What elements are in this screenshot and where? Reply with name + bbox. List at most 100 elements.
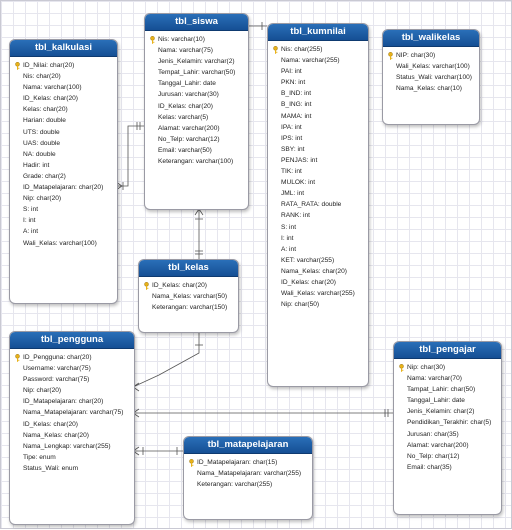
crowsfoot-kalkulasi xyxy=(115,181,124,191)
attribute-label: Nis: varchar(10) xyxy=(158,36,205,43)
attribute-label: Jenis_Kelamin: char(2) xyxy=(407,408,475,416)
attribute: Keterangan: varchar(100) xyxy=(150,156,248,167)
attribute-label: Pendidikan_Terakhir: char(5) xyxy=(407,419,492,427)
attribute-label: JML: int xyxy=(281,190,305,198)
attribute: Keterangan: varchar(150) xyxy=(144,302,238,313)
attribute-label: Grade: char(2) xyxy=(23,172,66,180)
attribute-label: IPS: int xyxy=(281,134,303,142)
key-icon xyxy=(15,62,20,70)
attribute-label: Nama_Kelas: char(20) xyxy=(23,431,89,439)
primary-key-attribute: NIP: char(30) xyxy=(388,50,479,61)
attribute-label: ID_Kelas: char(20) xyxy=(158,102,213,110)
attribute-label: Email: varchar(50) xyxy=(158,146,212,154)
attribute: MAMA: int xyxy=(273,111,368,122)
attribute-label: Harian: double xyxy=(23,117,66,125)
attribute-label: ID_Kelas: char(20) xyxy=(281,278,336,286)
attribute-label: ID_Matapelajaran: char(15) xyxy=(197,459,278,466)
attribute-label: ID_Matapelajaran: char(20) xyxy=(23,398,104,406)
attribute-list: ID_Matapelajaran: char(15) Nama_Matapelaj… xyxy=(184,454,312,492)
attribute: ID_Matapelajaran: char(20) xyxy=(15,396,134,407)
attribute: Tanggal_Lahir: date xyxy=(150,78,248,89)
attribute: Wali_Kelas: varchar(100) xyxy=(15,238,117,249)
attribute-label: Tempat_Lahir: varchar(50) xyxy=(158,69,236,77)
attribute: I: int xyxy=(273,233,368,244)
attribute: ID_Kelas: char(20) xyxy=(150,101,248,112)
attribute-label: Wali_Kelas: varchar(255) xyxy=(281,290,355,298)
attribute: Hadir: int xyxy=(15,160,117,171)
key-icon xyxy=(388,52,393,60)
attribute: Email: char(35) xyxy=(399,462,501,473)
one-mark-kelas xyxy=(195,250,203,255)
attribute-list: Nis: char(255)Nama: varchar(255)PAI: int… xyxy=(268,41,368,312)
primary-key-attribute: ID_Nilai: char(20) xyxy=(15,60,117,71)
attribute-label: Keterangan: varchar(100) xyxy=(158,158,234,166)
attribute: B_IND: int xyxy=(273,88,368,99)
attribute: S: int xyxy=(15,204,117,215)
attribute-label: I: int xyxy=(23,217,36,225)
attribute-label: Nip: char(20) xyxy=(23,195,62,203)
attribute: Jenis_Kelamin: char(2) xyxy=(399,406,501,417)
attribute-label: B_ING: int xyxy=(281,101,312,109)
attribute: Nama_Matapelajaran: varchar(255) xyxy=(189,468,312,479)
attribute: No_Telp: char(12) xyxy=(399,451,501,462)
attribute: Pendidikan_Terakhir: char(5) xyxy=(399,417,501,428)
attribute: PENJAS: int xyxy=(273,155,368,166)
attribute-label: ID_Nilai: char(20) xyxy=(23,62,75,69)
attribute: Nama: varchar(255) xyxy=(273,55,368,66)
key-icon xyxy=(399,364,404,372)
attribute-label: Nama_Lengkap: varchar(255) xyxy=(23,442,111,450)
attribute: Nama: varchar(100) xyxy=(15,82,117,93)
attribute-label: Password: varchar(75) xyxy=(23,376,90,384)
attribute-label: Status_Wali: enum xyxy=(23,464,79,472)
attribute-list: Nis: varchar(10)Nama: varchar(75)Jenis_K… xyxy=(145,31,248,169)
attribute-label: IPA: int xyxy=(281,123,302,131)
attribute-label: Nama: varchar(75) xyxy=(158,47,213,55)
attribute: TIK: int xyxy=(273,166,368,177)
attribute: Tampat_Lahir: char(50) xyxy=(399,384,501,395)
attribute-label: Nis: char(255) xyxy=(281,46,323,53)
attribute-label: Nip: char(50) xyxy=(281,301,320,309)
entity-title: tbl_siswa xyxy=(145,14,248,31)
attribute-label: MAMA: int xyxy=(281,112,312,120)
attribute: Status_Wali: enum xyxy=(15,463,134,474)
attribute: Tempat_Lahir: varchar(50) xyxy=(150,67,248,78)
attribute: B_ING: int xyxy=(273,99,368,110)
attribute: ID_Matapelajaran: char(20) xyxy=(15,182,117,193)
attribute-list: ID_Pengguna: char(20)Username: varchar(7… xyxy=(10,349,134,476)
attribute: Nip: char(20) xyxy=(15,385,134,396)
attribute-label: Kelas: varchar(5) xyxy=(158,113,209,121)
attribute-label: Nip: char(20) xyxy=(23,387,62,395)
attribute-label: Tanggal_Lahir: date xyxy=(407,397,465,405)
attribute: Nama: varchar(70) xyxy=(399,373,501,384)
attribute-label: Kelas: char(20) xyxy=(23,106,68,114)
attribute: Nama_Matapelajaran: varchar(75) xyxy=(15,407,134,418)
attribute: Nama_Kelas: char(20) xyxy=(15,430,134,441)
key-icon xyxy=(150,36,155,44)
relation-kelas-pengguna xyxy=(132,331,200,388)
attribute-label: Wali_Kelas: varchar(100) xyxy=(23,239,97,247)
attribute-label: NA: double xyxy=(23,150,56,158)
attribute: Username: varchar(75) xyxy=(15,363,134,374)
attribute: NA: double xyxy=(15,149,117,160)
attribute-label: Nama_Kelas: char(20) xyxy=(281,267,347,275)
attribute-label: Nama_Matapelajaran: varchar(255) xyxy=(197,470,302,478)
attribute: Kelas: char(20) xyxy=(15,104,117,115)
attribute: Email: varchar(50) xyxy=(150,145,248,156)
attribute-label: ID_Kelas: char(20) xyxy=(23,420,78,428)
attribute-label: Status_Wali: varchar(100) xyxy=(396,74,472,82)
attribute: ID_Kelas: char(20) xyxy=(273,277,368,288)
attribute-label: Keterangan: varchar(255) xyxy=(197,481,273,489)
attribute: UTS: double xyxy=(15,127,117,138)
attribute-label: SBY: int xyxy=(281,145,305,153)
attribute: Grade: char(2) xyxy=(15,171,117,182)
attribute-label: A: int xyxy=(23,228,39,236)
attribute-label: ID_Kelas: char(20) xyxy=(152,282,207,289)
